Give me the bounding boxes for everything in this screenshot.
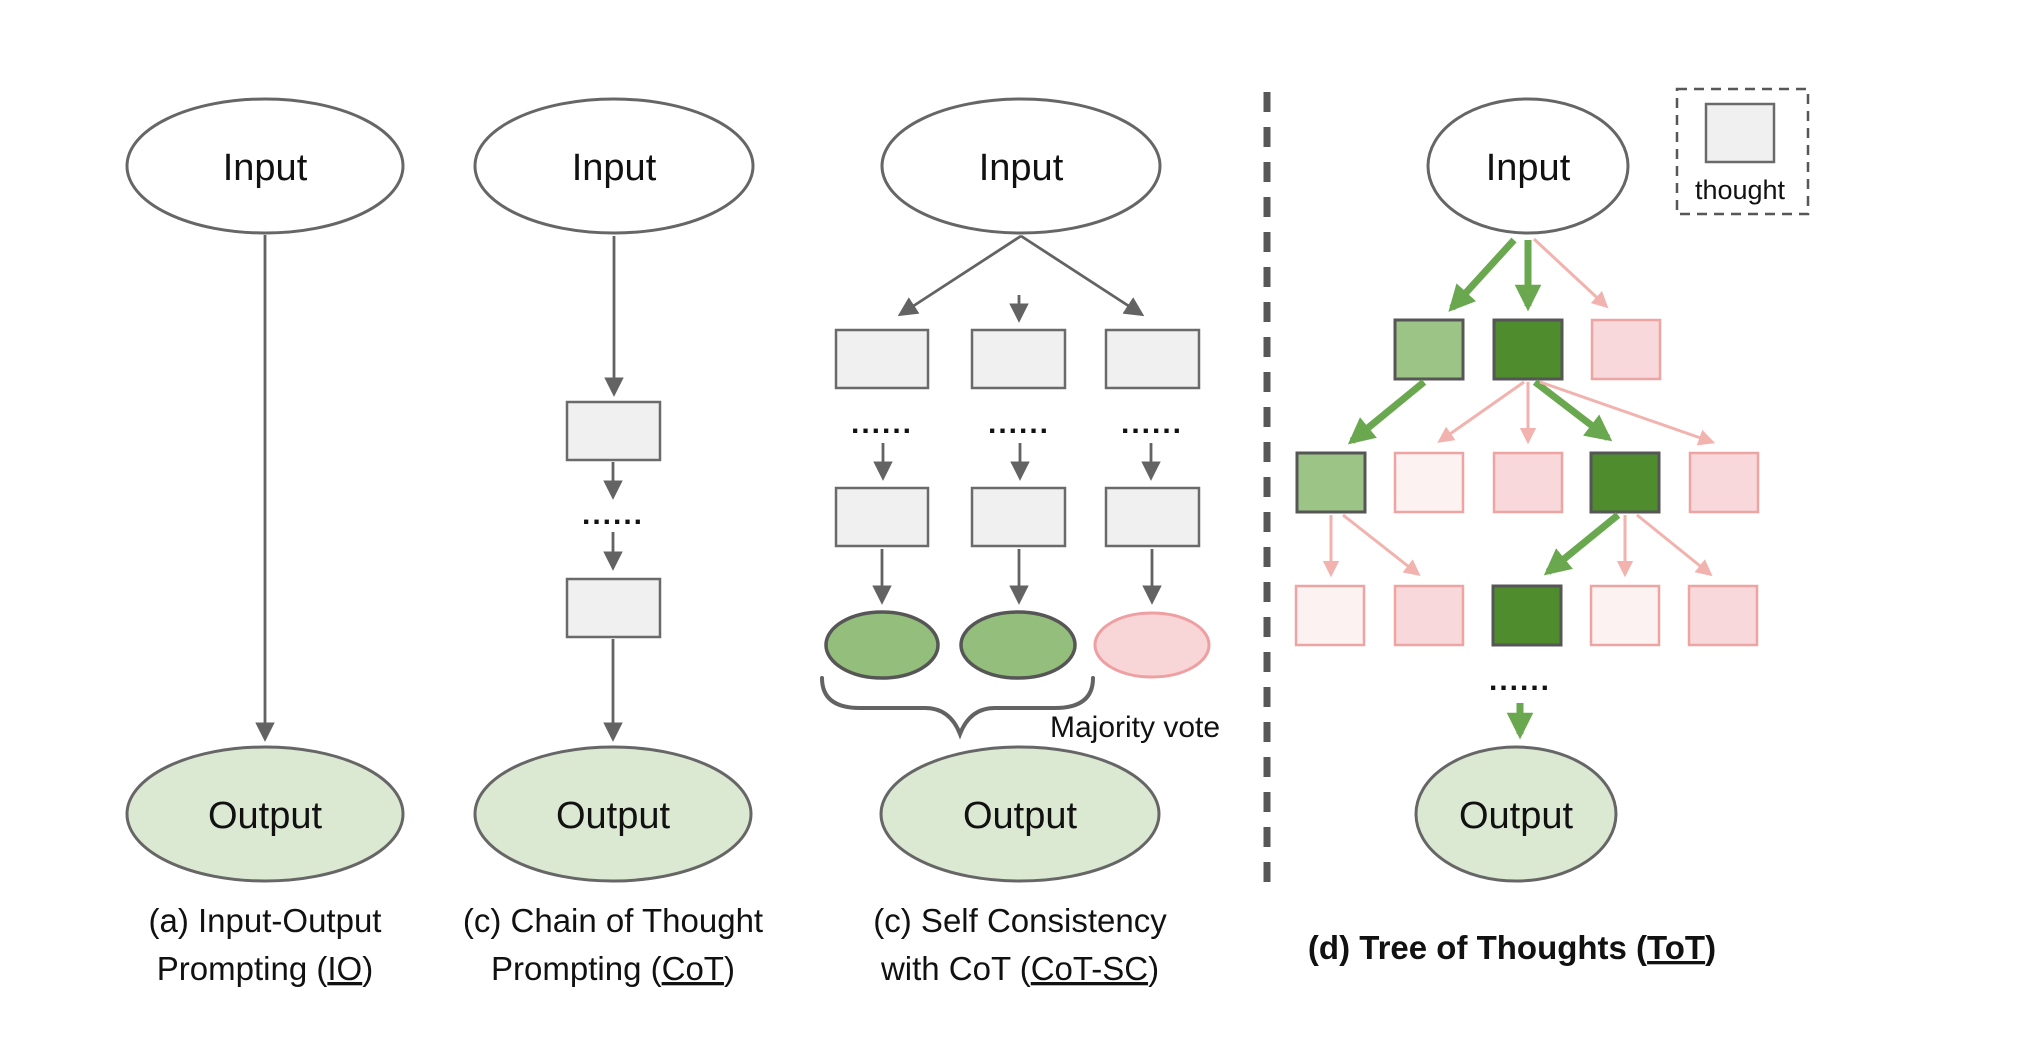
legend-dashed-frame (1675, 87, 1810, 216)
cotsc-input-node (880, 97, 1162, 235)
majority-vote-label: Majority vote (1050, 711, 1220, 744)
tot-edge-green (1448, 237, 1517, 312)
io-input-label: Input (223, 147, 308, 189)
cotsc-result-ellipse-green (959, 610, 1077, 680)
cotsc-thought-box (834, 328, 930, 390)
cotsc-result-ellipse-green (824, 610, 940, 680)
thought-legend: thought (1675, 87, 1810, 216)
io-output-node (125, 745, 405, 883)
panel-cot-sc: Input ...... ...... ...... Majority vote… (820, 97, 1220, 987)
tot-edge-green (1543, 512, 1621, 576)
cot-ellipsis-dots: ...... (582, 498, 644, 531)
cotsc-output-label: Output (963, 795, 1078, 837)
cot-thought-box (565, 400, 662, 462)
tot-thought-box-pink (1393, 584, 1465, 647)
tot-thought-box-dark-green (1589, 451, 1661, 514)
tot-input-node (1426, 97, 1630, 235)
cot-caption-line2: Prompting (CoT) (491, 950, 735, 987)
io-output-label: Output (208, 795, 323, 837)
tot-thought-box-faint-pink (1589, 584, 1661, 647)
tot-thought-box-faint-pink (1294, 584, 1366, 647)
tot-edge-pink (1636, 513, 1713, 577)
tot-edge-pink (1539, 380, 1716, 446)
tot-edge-pink (1532, 237, 1609, 309)
tot-thought-box-green (1393, 318, 1465, 381)
tot-thought-box-pink (1590, 318, 1662, 381)
tot-thought-box-pink (1687, 584, 1759, 647)
tot-caption: (d) Tree of Thoughts (ToT) (1308, 929, 1716, 966)
cot-input-node (473, 97, 755, 235)
tot-thought-box-dark-green (1491, 584, 1563, 647)
tot-ellipsis-dots: ...... (1489, 664, 1551, 697)
cotsc-branch-arrow (1020, 234, 1145, 317)
tot-edge-green (1532, 379, 1613, 442)
cotsc-output-node (879, 745, 1161, 883)
cotsc-ellipsis-dots: ...... (1121, 407, 1183, 440)
tot-output-node (1414, 745, 1618, 883)
cotsc-input-label: Input (979, 147, 1064, 189)
cot-output-label: Output (556, 795, 671, 837)
cotsc-ellipsis-dots: ...... (988, 407, 1050, 440)
cotsc-branch-arrow (897, 234, 1022, 317)
cotsc-result-ellipse-pink (1093, 611, 1211, 679)
panel-io: Input Output (a) Input-Output Prompting … (125, 97, 405, 987)
tot-thought-box-green (1295, 451, 1367, 514)
cotsc-ellipsis-dots: ...... (851, 407, 913, 440)
cotsc-thought-box (970, 328, 1067, 390)
tot-thought-box-faint-pink (1393, 451, 1465, 514)
tot-edge-green (1347, 379, 1427, 445)
cotsc-thought-box (1104, 328, 1201, 390)
tot-edge-pink (1437, 380, 1525, 443)
cotsc-caption-line2: with CoT (CoT-SC) (880, 950, 1159, 987)
cot-thought-box (565, 577, 662, 639)
legend-thought-label: thought (1695, 175, 1786, 205)
tot-output-label: Output (1459, 795, 1574, 837)
tot-thought-box-pink (1688, 451, 1760, 514)
legend-thought-box (1704, 102, 1776, 164)
io-caption-line1: (a) Input-Output (149, 902, 382, 939)
tot-thought-box-dark-green (1492, 318, 1564, 381)
panel-tot: Input thought (1294, 87, 1810, 966)
tot-thought-box-pink (1492, 451, 1564, 514)
panel-cot: Input ...... Output (c) Chain of Thought… (463, 97, 763, 987)
cot-output-node (473, 745, 753, 883)
tot-input-label: Input (1486, 147, 1571, 189)
tot-edge-pink (1342, 513, 1421, 577)
cotsc-thought-box (970, 486, 1067, 548)
cotsc-thought-box (1104, 486, 1201, 548)
cotsc-thought-box (834, 486, 930, 548)
io-input-node (125, 97, 405, 235)
io-caption-line2: Prompting (IO) (157, 950, 373, 987)
cot-input-label: Input (572, 147, 657, 189)
majority-vote-brace (820, 676, 1095, 740)
cot-caption-line1: (c) Chain of Thought (463, 902, 763, 939)
cotsc-caption-line1: (c) Self Consistency (873, 902, 1167, 939)
